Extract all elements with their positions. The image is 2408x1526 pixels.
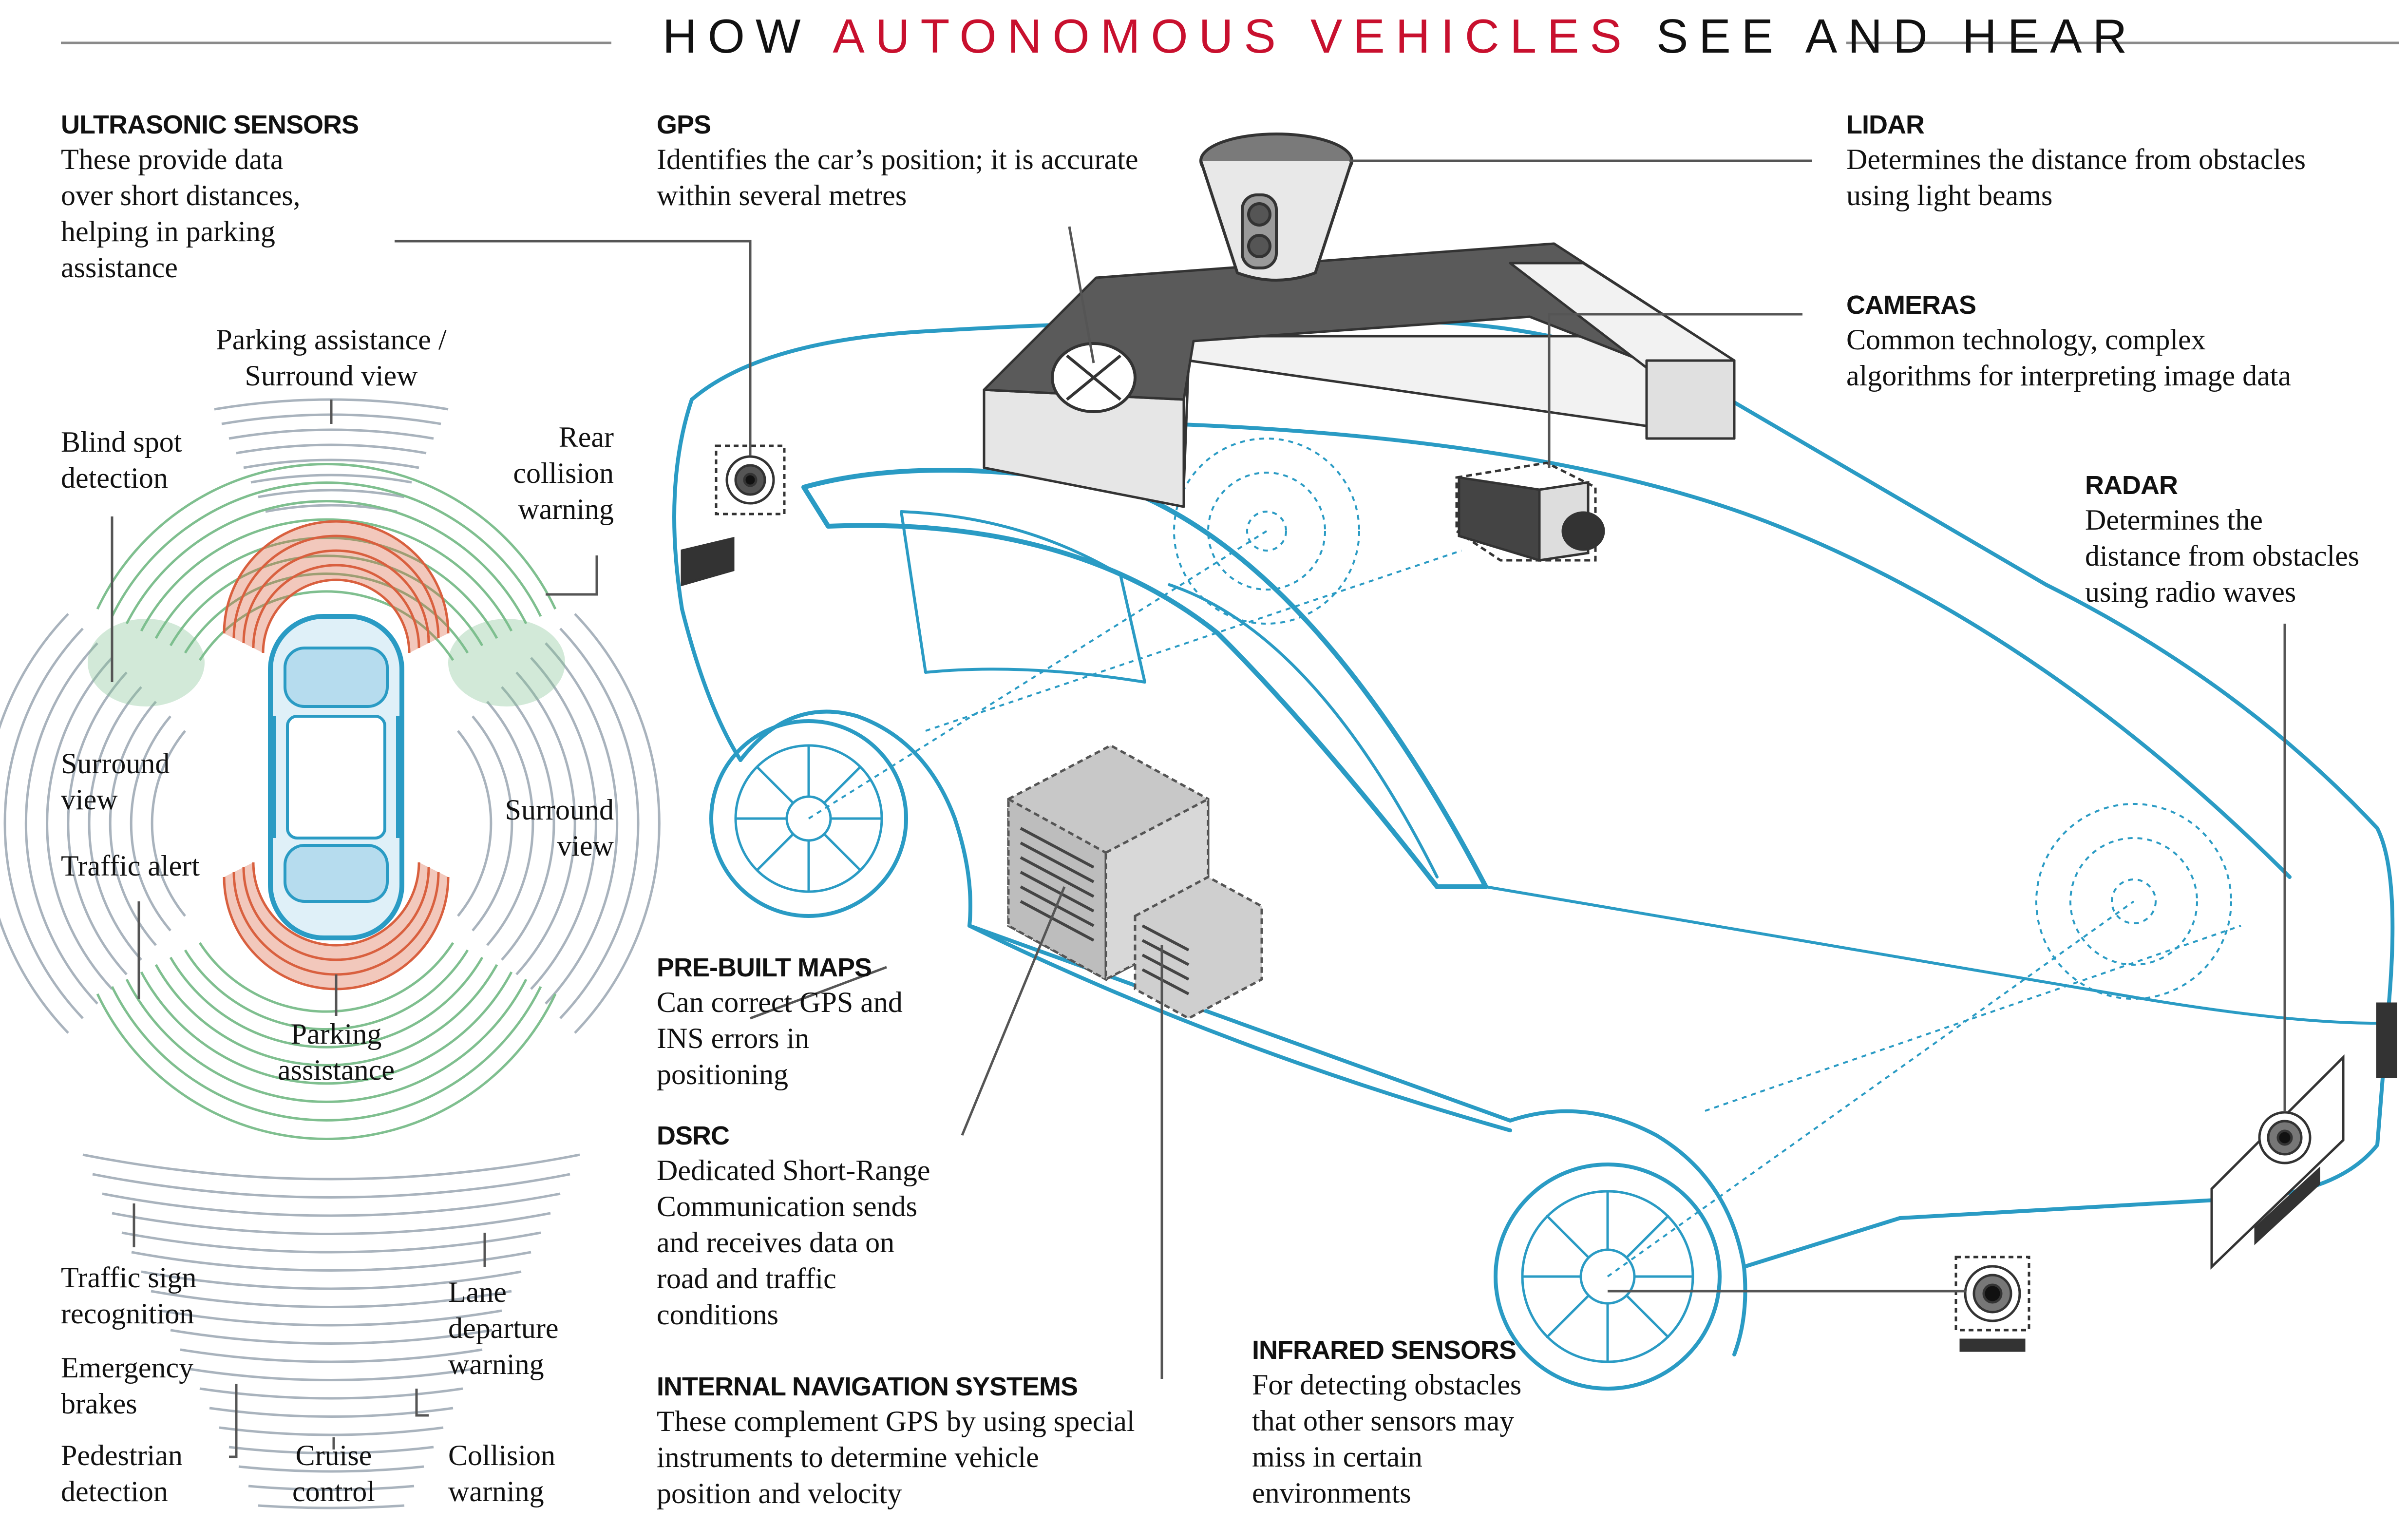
grey-fan-bottom (82, 1153, 580, 1509)
cameras-heading: CAMERAS (1846, 290, 1976, 320)
ultrasonic-unit (681, 444, 786, 587)
grey-fan-left (0, 613, 186, 1034)
gps-unit (1051, 342, 1137, 413)
computer-vents (1020, 827, 1190, 995)
zone-label-traffic-alert: Traffic alert (61, 850, 200, 882)
green-zone-rear (96, 942, 557, 1141)
radar-heading: RADAR (2085, 471, 2178, 500)
zone-label-blind-spot: Blind spot detection (61, 426, 182, 494)
coverage-zones (0, 398, 661, 1509)
cameras-text: Common technology, complex algorithms fo… (1846, 324, 2292, 392)
green-zone-side-right (448, 619, 565, 706)
red-zone-front (223, 520, 450, 653)
ultrasonic-text: These provide data over short distances,… (61, 143, 301, 284)
lidar-heading: LIDAR (1846, 110, 1925, 139)
computer-boxes (1007, 744, 1263, 1020)
dsrc-heading: DSRC (657, 1121, 730, 1150)
maps-text: Can correct GPS and INS errors in positi… (657, 986, 903, 1090)
lidar-unit (1199, 133, 1353, 282)
title-prefix: HOW (663, 9, 812, 63)
zone-label-emergency-brakes: Emergency brakes (61, 1352, 194, 1420)
radar-unit (2210, 1002, 2397, 1270)
zone-label-cruise: Cruise control (292, 1439, 375, 1507)
red-zone-front-fill (224, 521, 448, 653)
infrared-text: For detecting obstacles that other senso… (1252, 1369, 1522, 1509)
zone-leaders (111, 400, 598, 1458)
page-title: HOW AUTONOMOUS VEHICLES SEE AND HEAR (663, 9, 2127, 67)
ultrasonic-heading: ULTRASONIC SENSORS (61, 110, 359, 139)
ins-text: These complement GPS by using special in… (657, 1405, 1135, 1509)
lidar-text: Determines the distance from obstacles u… (1846, 143, 2306, 211)
car-illustration (672, 318, 2395, 1391)
zone-label-pedestrian: Pedestrian detection (61, 1439, 183, 1507)
zone-label-lane-departure: Lane departure warning (448, 1276, 559, 1380)
gps-text: Identifies the car’s position; it is acc… (657, 143, 1138, 211)
title-accent: AUTONOMOUS VEHICLES (833, 9, 1632, 63)
zone-label-surround-left: Surround view (61, 747, 170, 816)
zone-label-surround-right: Surround view (505, 794, 614, 862)
gps-heading: GPS (657, 110, 711, 139)
green-zone-side-left (88, 619, 205, 706)
leader-lines (395, 159, 2286, 1379)
zone-label-parking-surround: Parking assistance / Surround view (216, 324, 447, 392)
infrared-unit (1954, 1256, 2030, 1352)
zone-label-traffic-sign: Traffic sign recognition (61, 1261, 197, 1330)
maps-heading: PRE-BUILT MAPS (657, 953, 872, 982)
infrared-heading: INFRARED SENSORS (1252, 1335, 1517, 1365)
camera-unit (1455, 461, 1605, 562)
title-suffix: SEE AND HEAR (1656, 9, 2138, 63)
zone-label-rear-collision: Rear collision warning (513, 421, 614, 525)
zone-label-collision: Collision warning (448, 1439, 556, 1507)
dsrc-text: Dedicated Short-Range Communication send… (657, 1154, 930, 1331)
car-top-view (268, 614, 404, 940)
red-zone-rear-fill (224, 862, 448, 989)
grey-fan-right (457, 613, 661, 1034)
zone-label-parking-assist: Parking assistance (278, 1018, 395, 1086)
ins-heading: INTERNAL NAVIGATION SYSTEMS (657, 1372, 1078, 1401)
hidden-wheels (808, 438, 2241, 1278)
radar-text: Determines the distance from obstacles u… (2085, 504, 2360, 608)
